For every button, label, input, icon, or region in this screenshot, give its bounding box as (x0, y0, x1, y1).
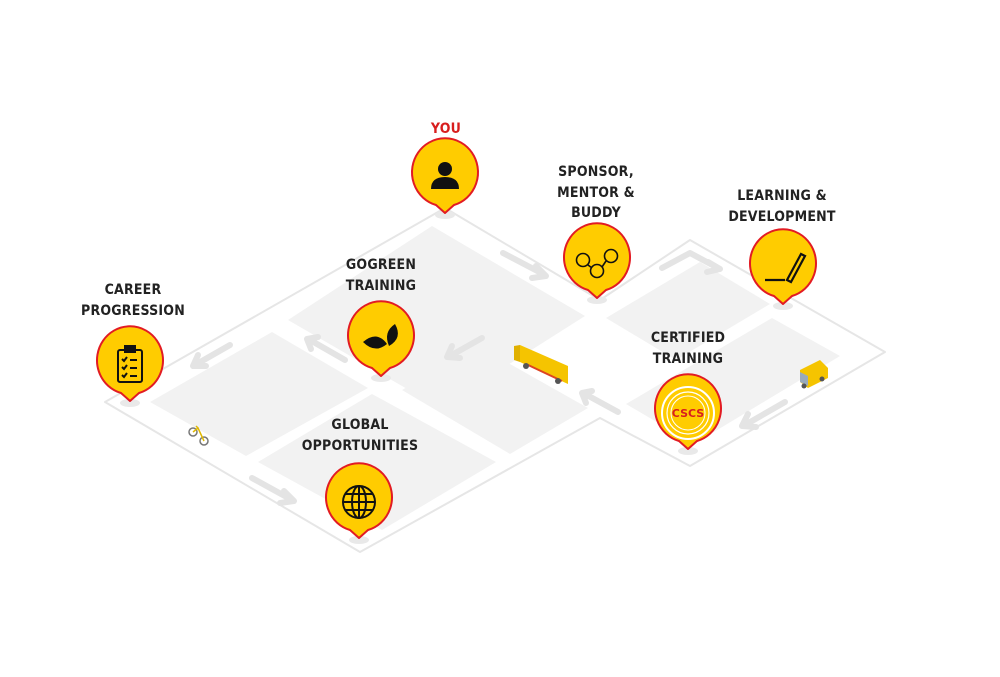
dhl-truck-icon (514, 345, 568, 384)
label-line: OPPORTUNITIES (301, 437, 419, 454)
label-line: SPONSOR, (558, 164, 634, 180)
label-line: DEVELOPMENT (728, 208, 836, 225)
road-map (104, 207, 886, 553)
label-line: CERTIFIED (650, 330, 726, 346)
label-learning: LEARNING & DEVELOPMENT (728, 186, 835, 227)
label-line: GLOBAL (331, 417, 389, 433)
label-line: TRAINING (652, 350, 724, 367)
label-gogreen: GOGREEN TRAINING (346, 255, 416, 296)
label-line: GOGREEN (345, 257, 417, 273)
label-line: CAREER (104, 282, 162, 298)
label-line: PROGRESSION (81, 302, 185, 319)
label-you: YOU (431, 119, 461, 140)
dhl-van-icon (800, 360, 828, 389)
label-certified: CERTIFIED TRAINING (651, 328, 725, 369)
label-line: YOU (430, 121, 462, 137)
label-global: GLOBAL OPPORTUNITIES (302, 415, 419, 456)
label-career: CAREER PROGRESSION (81, 280, 185, 321)
bicycle-icon (188, 425, 209, 446)
label-line: MENTOR & (557, 184, 635, 201)
label-line: BUDDY (571, 205, 621, 221)
direction-arrows (190, 250, 788, 506)
label-line: LEARNING & (737, 188, 827, 204)
label-sponsor: SPONSOR, MENTOR & BUDDY (557, 162, 635, 224)
label-line: TRAINING (345, 277, 417, 294)
